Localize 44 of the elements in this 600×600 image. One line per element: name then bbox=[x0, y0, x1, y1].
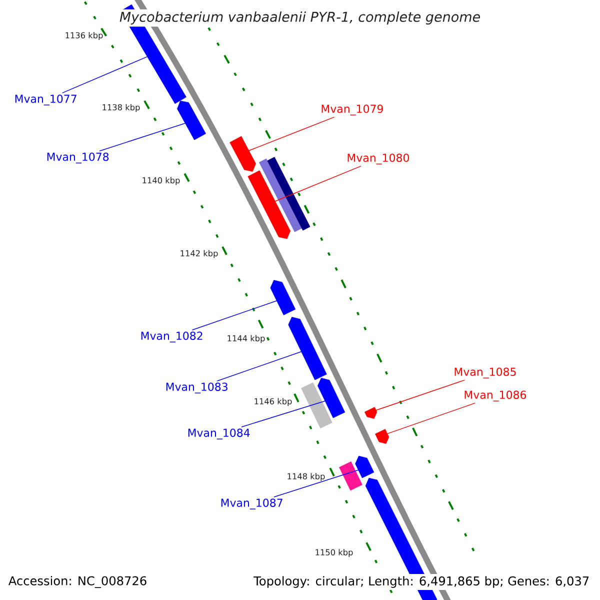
gene-block bbox=[301, 382, 332, 428]
scale-label: 1140 kbp bbox=[142, 177, 180, 185]
gene-block bbox=[248, 170, 290, 239]
leader-line bbox=[274, 166, 362, 202]
gene-block bbox=[267, 156, 310, 231]
gene-label: Mvan_1080 bbox=[348, 154, 409, 164]
gene-block bbox=[288, 316, 327, 380]
gene-block bbox=[375, 428, 390, 444]
title: Mycobacterium vanbaalenii PYR-1, complete genome bbox=[117, 9, 483, 27]
scale-label: 1150 kbp bbox=[316, 549, 353, 557]
scale-label: 1146 kbp bbox=[254, 398, 292, 406]
leader-line bbox=[192, 300, 278, 330]
leader-line bbox=[99, 122, 186, 152]
leader-line bbox=[62, 56, 148, 94]
leader-line bbox=[386, 402, 476, 434]
gene-block bbox=[339, 461, 362, 491]
scale-label: 1138 kbp bbox=[102, 104, 140, 112]
scale-label: 1148 kbp bbox=[288, 473, 325, 481]
leader-line bbox=[274, 470, 359, 498]
gene-label: Mvan_1082 bbox=[141, 332, 202, 342]
gene-label: Mvan_1085 bbox=[454, 368, 516, 378]
leader-line bbox=[376, 380, 465, 411]
leader-line bbox=[216, 351, 302, 382]
scale-label: 1142 kbp bbox=[180, 250, 218, 258]
scale-label: 1144 kbp bbox=[228, 335, 265, 343]
gene-label: Mvan_1087 bbox=[221, 498, 282, 510]
leader-line bbox=[248, 116, 335, 151]
gene-label: Mvan_1084 bbox=[188, 428, 250, 440]
gene-label: Mvan_1086 bbox=[464, 390, 526, 402]
genome-stats-text: Topology: circular; Length: 6,491,865 bp; Genes: 6,037 bbox=[251, 574, 592, 590]
gene-block bbox=[258, 158, 302, 232]
gene-label: Mvan_1079 bbox=[322, 104, 383, 116]
gene-block bbox=[177, 100, 206, 140]
gene-block bbox=[364, 407, 378, 419]
leader-line bbox=[241, 400, 326, 428]
gene-label: Mvan_1083 bbox=[166, 382, 228, 394]
gene-block bbox=[270, 280, 296, 316]
gene-label: Mvan_1077 bbox=[15, 94, 76, 106]
gene-block bbox=[318, 378, 346, 418]
gene-block bbox=[230, 136, 256, 172]
gene-block bbox=[355, 456, 374, 478]
accession-text: Accession: NC_008726 bbox=[6, 574, 150, 590]
scale-label: 1136 kbp bbox=[66, 32, 103, 40]
gene-label: Mvan_1078 bbox=[47, 152, 109, 164]
